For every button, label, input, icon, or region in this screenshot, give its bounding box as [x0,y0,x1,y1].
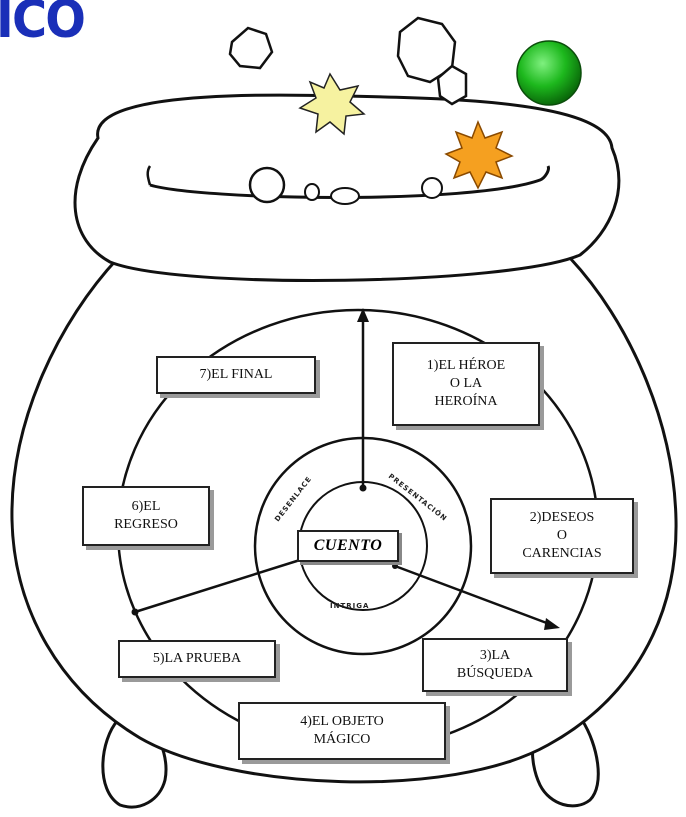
center-label-cuento: CUENTO [297,530,399,562]
step-6-return: 6)EL REGRESO [82,486,210,546]
step-5-test: 5)LA PRUEBA [118,640,276,678]
step-4-magic-object: 4)EL OBJETO MÁGICO [238,702,446,760]
ring-label-intriga: INTRIGA [330,602,369,610]
step-7-end: 7)EL FINAL [156,356,316,394]
bubble-left [230,28,272,68]
green-ball [517,41,581,105]
step-3-search: 3)LA BÚSQUEDA [422,638,568,692]
step-1-hero: 1)EL HÉROE O LA HEROÍNA [392,342,540,426]
step-2-desires: 2)DESEOS O CARENCIAS [490,498,634,574]
